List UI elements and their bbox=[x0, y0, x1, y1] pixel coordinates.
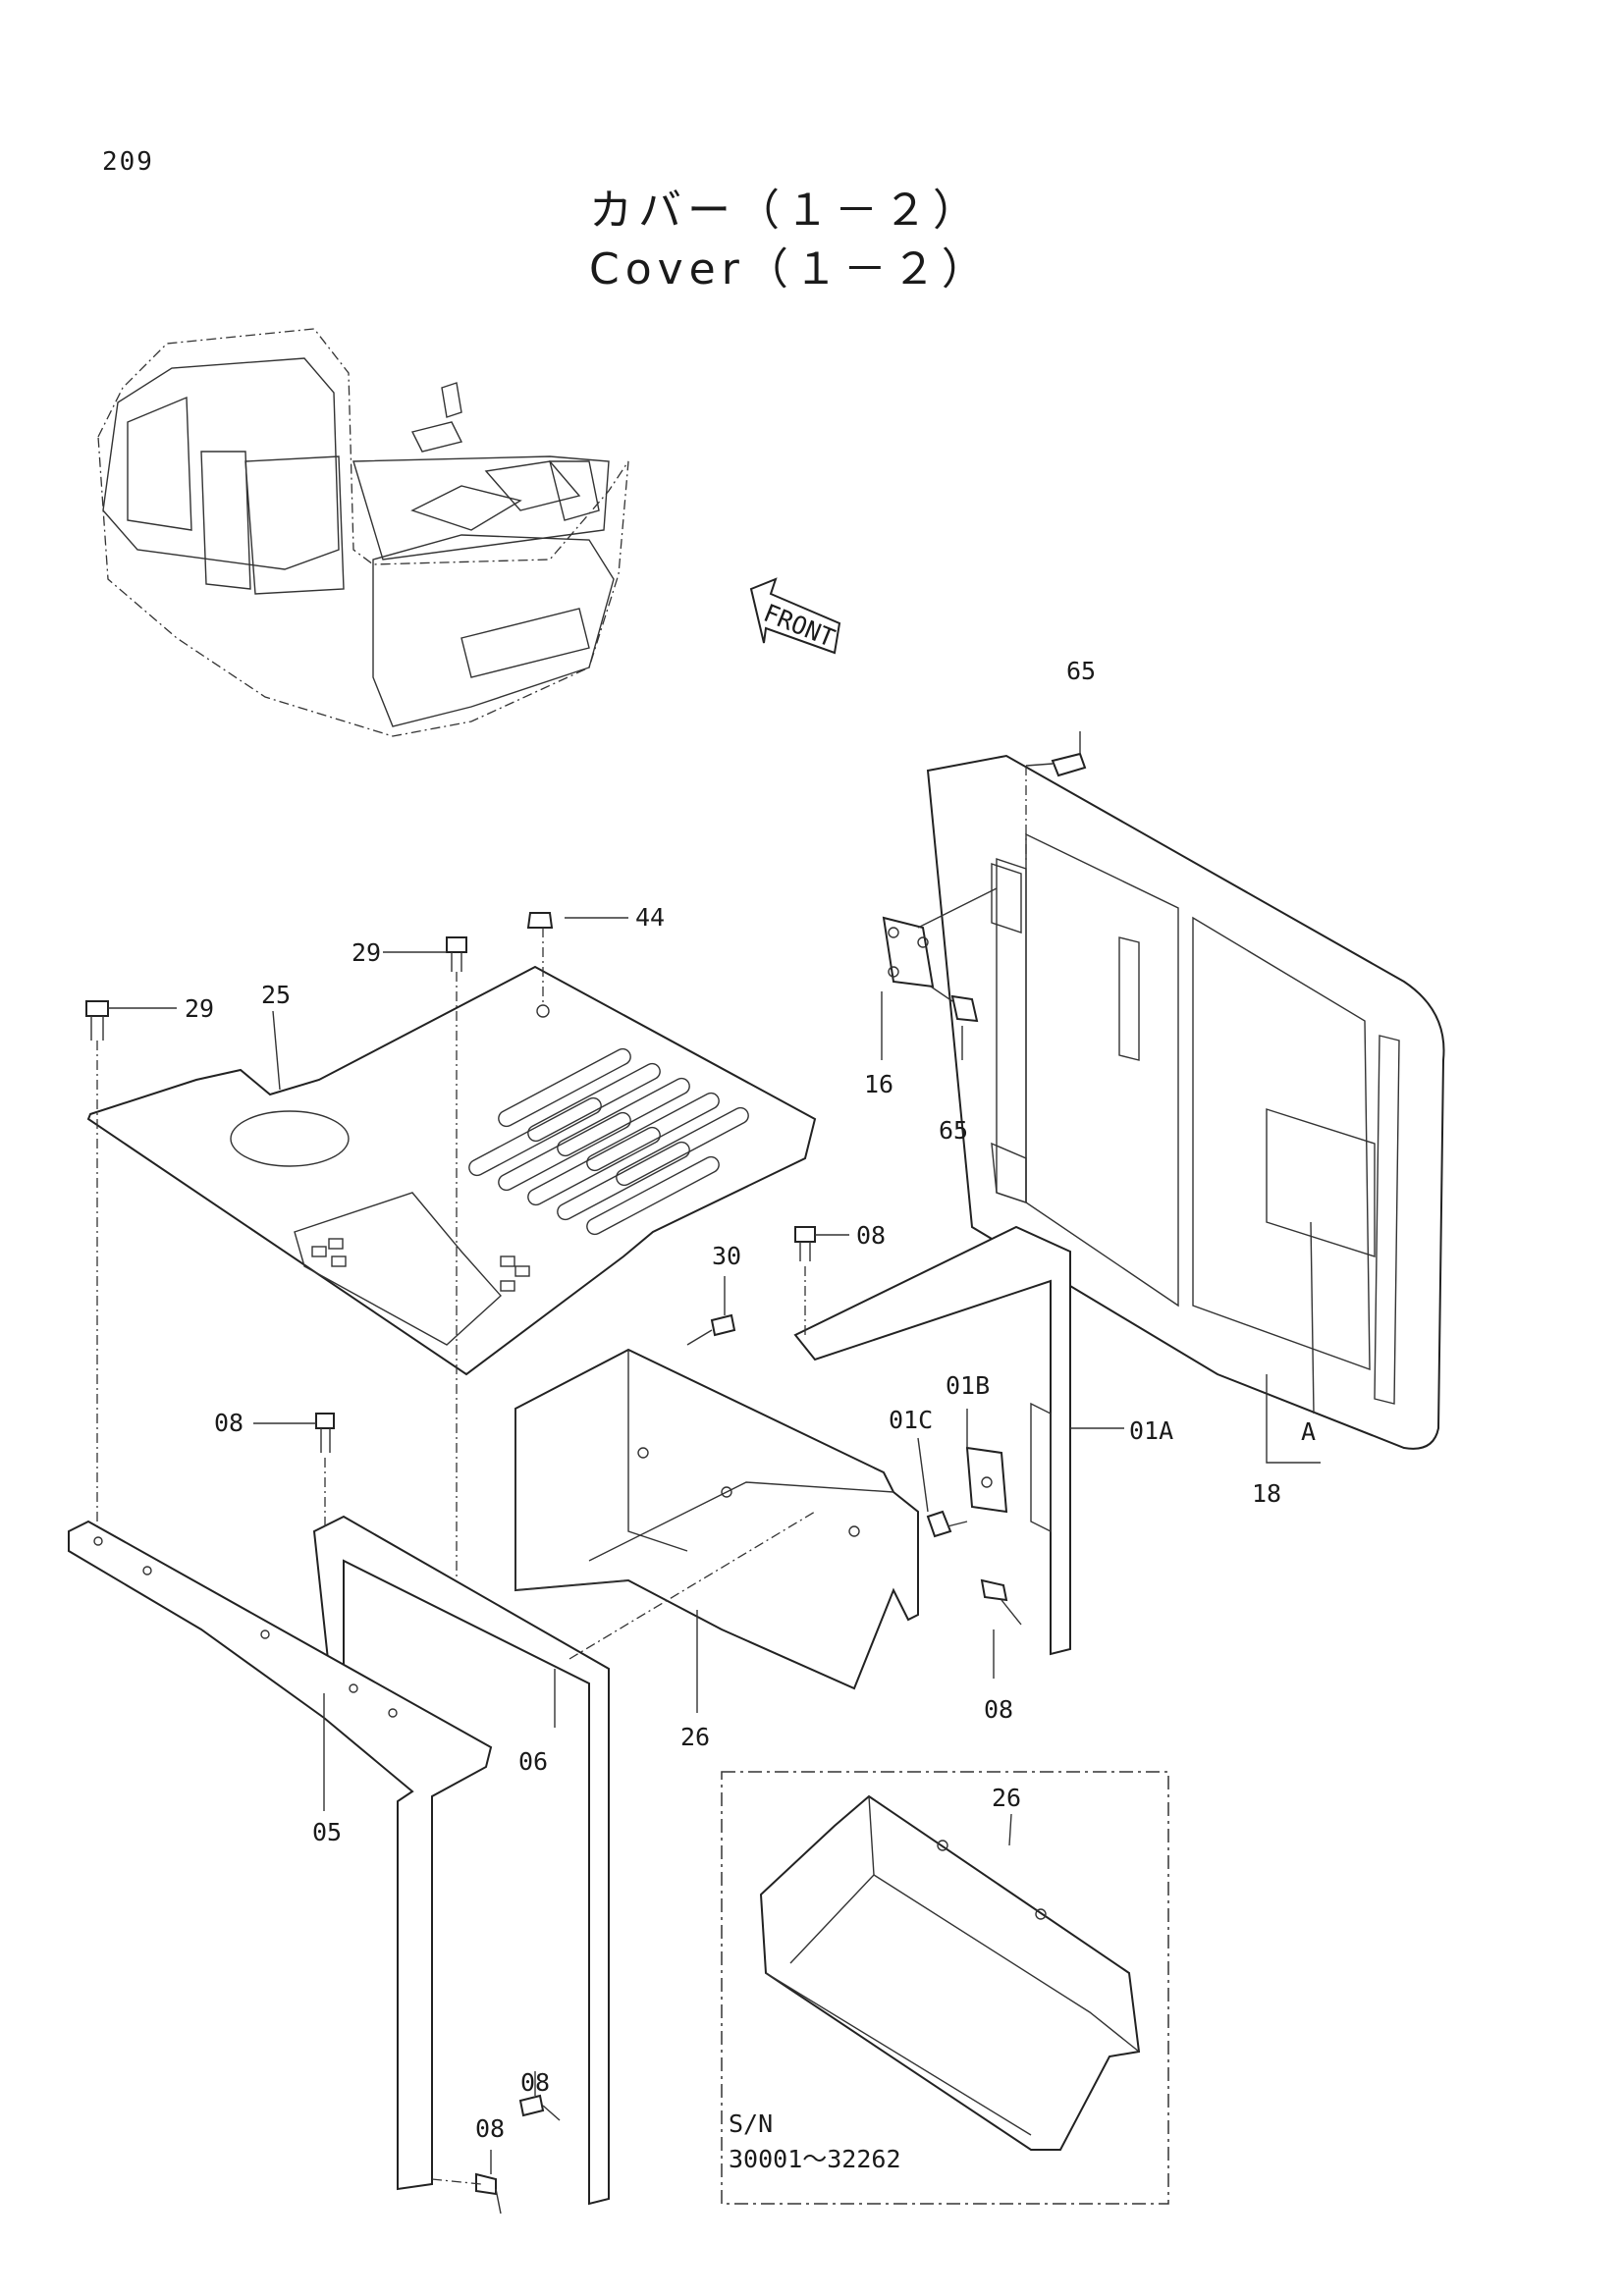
callout-65-mid: 65 bbox=[939, 1116, 968, 1145]
title-japanese: カバー（１－２） bbox=[589, 186, 982, 236]
bracket-01b-01c bbox=[917, 1409, 1008, 1538]
inset-serial-variant bbox=[721, 1771, 1169, 2205]
callout-01c: 01C bbox=[889, 1406, 933, 1434]
callout-01a: 01A bbox=[1129, 1416, 1173, 1445]
side-door-assembly bbox=[881, 731, 1445, 1464]
front-arrow: FRONT bbox=[749, 577, 841, 655]
callout-08-a: 08 bbox=[856, 1221, 886, 1250]
callout-16: 16 bbox=[864, 1070, 893, 1098]
callout-05: 05 bbox=[312, 1818, 342, 1846]
frame-05 bbox=[68, 1520, 502, 2215]
callout-18: 18 bbox=[1252, 1479, 1281, 1508]
callout-08-d: 08 bbox=[520, 2068, 550, 2097]
top-plate-25 bbox=[85, 912, 817, 1580]
callout-a: A bbox=[1301, 1417, 1316, 1446]
cover-26-main bbox=[514, 1276, 919, 1713]
callout-26-inset: 26 bbox=[992, 1784, 1021, 1812]
callout-26-main: 26 bbox=[680, 1723, 710, 1751]
callout-30: 30 bbox=[712, 1242, 741, 1270]
callout-29-b: 29 bbox=[185, 994, 214, 1023]
title-english: Cover（１－２） bbox=[589, 244, 991, 294]
callout-44: 44 bbox=[635, 903, 665, 932]
callout-08-e: 08 bbox=[475, 2114, 505, 2143]
inset-sn-label: S/N bbox=[729, 2109, 773, 2138]
page-number: 209 bbox=[102, 147, 154, 177]
callout-08-c: 08 bbox=[984, 1695, 1013, 1724]
callout-65-top: 65 bbox=[1066, 657, 1096, 685]
callout-08-b: 08 bbox=[214, 1409, 243, 1437]
excavator-overview bbox=[97, 328, 629, 737]
inset-sn-range: 30001～32262 bbox=[729, 2145, 901, 2173]
callout-29-a: 29 bbox=[352, 938, 381, 967]
callout-06: 06 bbox=[518, 1747, 548, 1776]
callout-01b: 01B bbox=[946, 1371, 990, 1400]
bracket-01a bbox=[793, 1225, 1124, 1679]
callout-25: 25 bbox=[261, 981, 291, 1009]
